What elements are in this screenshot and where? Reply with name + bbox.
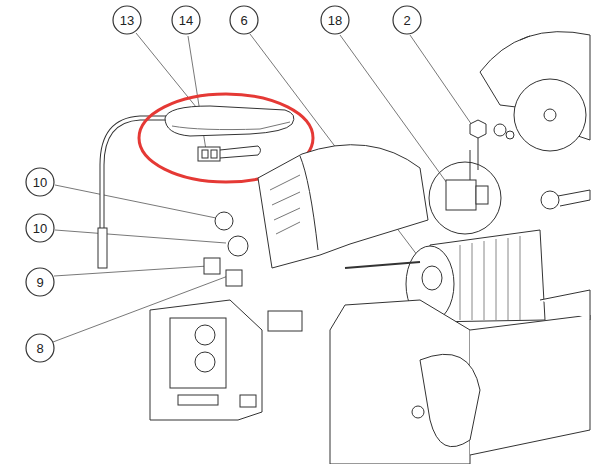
callout-number: 8 [25,333,55,363]
callout-number: 14 [171,5,201,35]
callout-label: 8 [36,342,43,355]
callout-label: 6 [240,14,247,27]
part-2 [470,120,514,170]
callout-label: 10 [33,176,47,189]
callout-label: 9 [36,276,43,289]
slicer-base [330,290,590,464]
switch-parts [204,212,248,286]
plate [268,311,302,331]
shaft [345,262,420,268]
control-panel [150,300,262,420]
callout-number: 13 [112,5,142,35]
callout-number: 6 [229,5,259,35]
callout-label: 18 [328,14,342,27]
leader-lines [53,33,474,342]
callout-number: 9 [25,267,55,297]
callout-label: 13 [120,14,134,27]
callout-number: 10 [25,213,55,243]
callout-label: 10 [33,222,47,235]
power-cord [98,118,168,268]
callout-number: 10 [25,167,55,197]
callout-number: 18 [320,5,350,35]
blade-guard [480,32,590,151]
knob [541,190,590,209]
callout-label: 2 [403,14,410,27]
callout-number: 2 [392,5,422,35]
part-13 [165,106,294,136]
part-18 [429,150,501,234]
part-14 [198,146,261,161]
rear-cover [258,145,428,268]
callout-label: 14 [179,14,193,27]
